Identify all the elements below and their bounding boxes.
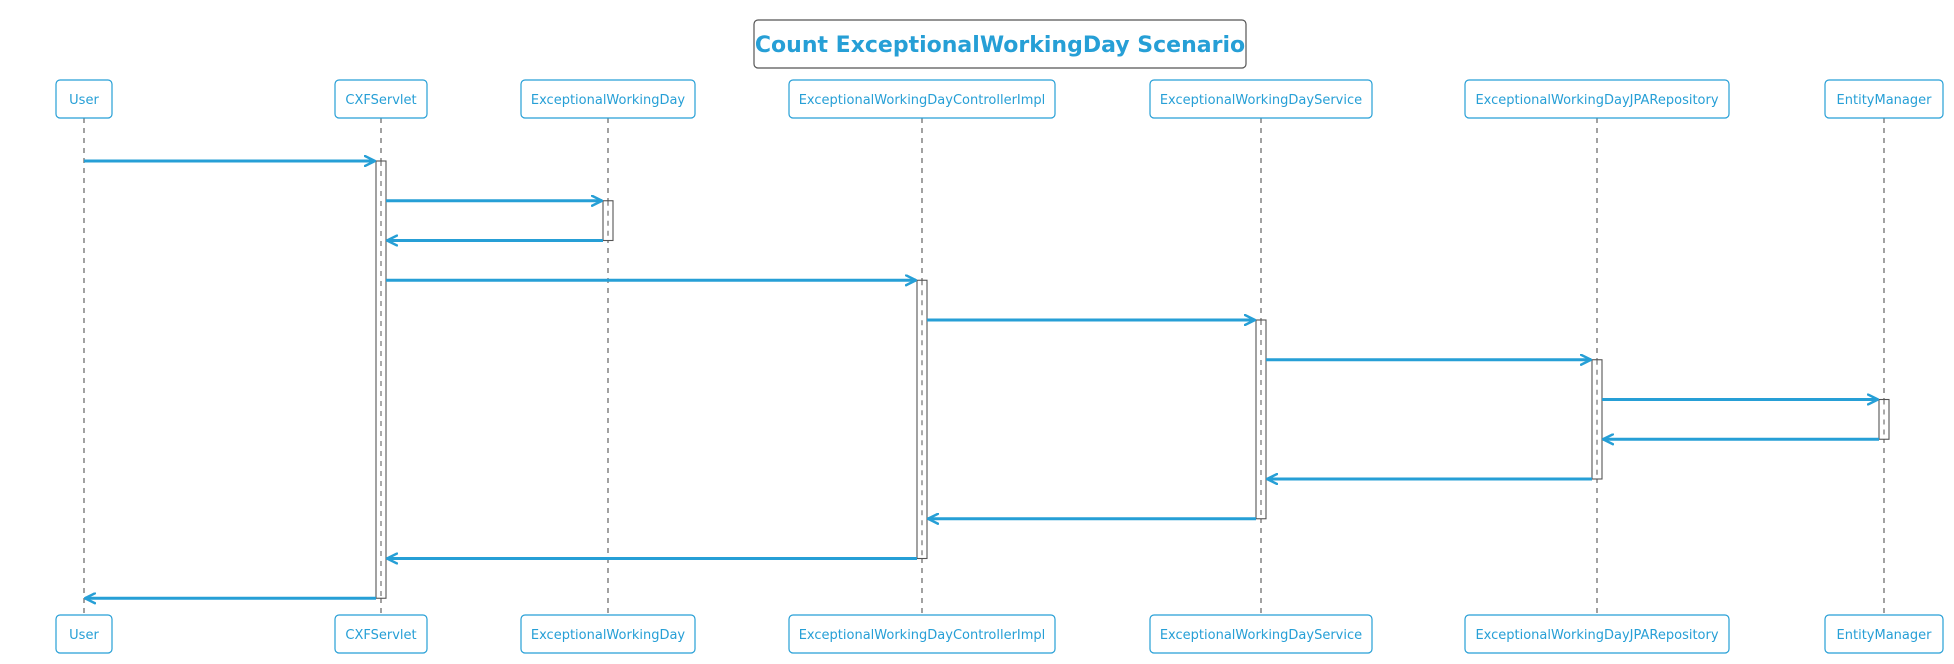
participant-box	[1464, 614, 1730, 654]
participant-svc-top: ExceptionalWorkingDayService	[1149, 79, 1373, 119]
participants: UserUserCXFServletCXFServletExceptionalW…	[55, 79, 1944, 654]
participant-box	[334, 79, 428, 119]
participant-box	[334, 614, 428, 654]
participant-box	[1464, 79, 1730, 119]
activation-bar-svc-3	[1255, 319, 1267, 520]
participant-label: ExceptionalWorkingDayService	[1160, 628, 1362, 643]
participant-label: User	[69, 93, 99, 108]
participant-ewd-bottom: ExceptionalWorkingDay	[520, 614, 696, 654]
participant-repo-bottom: ExceptionalWorkingDayJPARepository	[1464, 614, 1730, 654]
participant-box	[788, 79, 1056, 119]
participant-box	[55, 79, 113, 119]
messages	[84, 161, 1879, 598]
participant-label: ExceptionalWorkingDay	[531, 93, 686, 108]
participant-cxf-top: CXFServlet	[334, 79, 428, 119]
participant-ctrl-bottom: ExceptionalWorkingDayControllerImpl	[788, 614, 1056, 654]
participant-label: CXFServlet	[345, 93, 416, 108]
participant-label: User	[69, 628, 99, 643]
participant-box	[1824, 79, 1944, 119]
participant-box	[1149, 614, 1373, 654]
participant-label: EntityManager	[1837, 628, 1933, 643]
participant-em-bottom: EntityManager	[1824, 614, 1944, 654]
participant-ewd-top: ExceptionalWorkingDay	[520, 79, 696, 119]
title-text: Count ExceptionalWorkingDay Scenario	[755, 33, 1245, 58]
participant-user-bottom: User	[55, 614, 113, 654]
participant-box	[788, 614, 1056, 654]
participant-user-top: User	[55, 79, 113, 119]
participant-label: EntityManager	[1837, 93, 1933, 108]
participant-label: CXFServlet	[345, 628, 416, 643]
participant-box	[520, 614, 696, 654]
title-box	[753, 19, 1247, 69]
participant-cxf-bottom: CXFServlet	[334, 614, 428, 654]
participant-box	[520, 79, 696, 119]
participant-svc-bottom: ExceptionalWorkingDayService	[1149, 614, 1373, 654]
activation-bars	[375, 160, 1890, 599]
participant-label: ExceptionalWorkingDayService	[1160, 93, 1362, 108]
lifelines	[83, 118, 1885, 615]
participant-box	[1824, 614, 1944, 654]
participant-label: ExceptionalWorkingDay	[531, 628, 686, 643]
participant-label: ExceptionalWorkingDayControllerImpl	[799, 93, 1046, 108]
participant-repo-top: ExceptionalWorkingDayJPARepository	[1464, 79, 1730, 119]
participant-box	[55, 614, 113, 654]
participant-label: ExceptionalWorkingDayControllerImpl	[799, 628, 1046, 643]
participant-em-top: EntityManager	[1824, 79, 1944, 119]
diagram-title: Count ExceptionalWorkingDay Scenario	[753, 19, 1247, 69]
participant-ctrl-top: ExceptionalWorkingDayControllerImpl	[788, 79, 1056, 119]
participant-label: ExceptionalWorkingDayJPARepository	[1475, 628, 1718, 643]
participant-label: ExceptionalWorkingDayJPARepository	[1475, 93, 1718, 108]
participant-box	[1149, 79, 1373, 119]
